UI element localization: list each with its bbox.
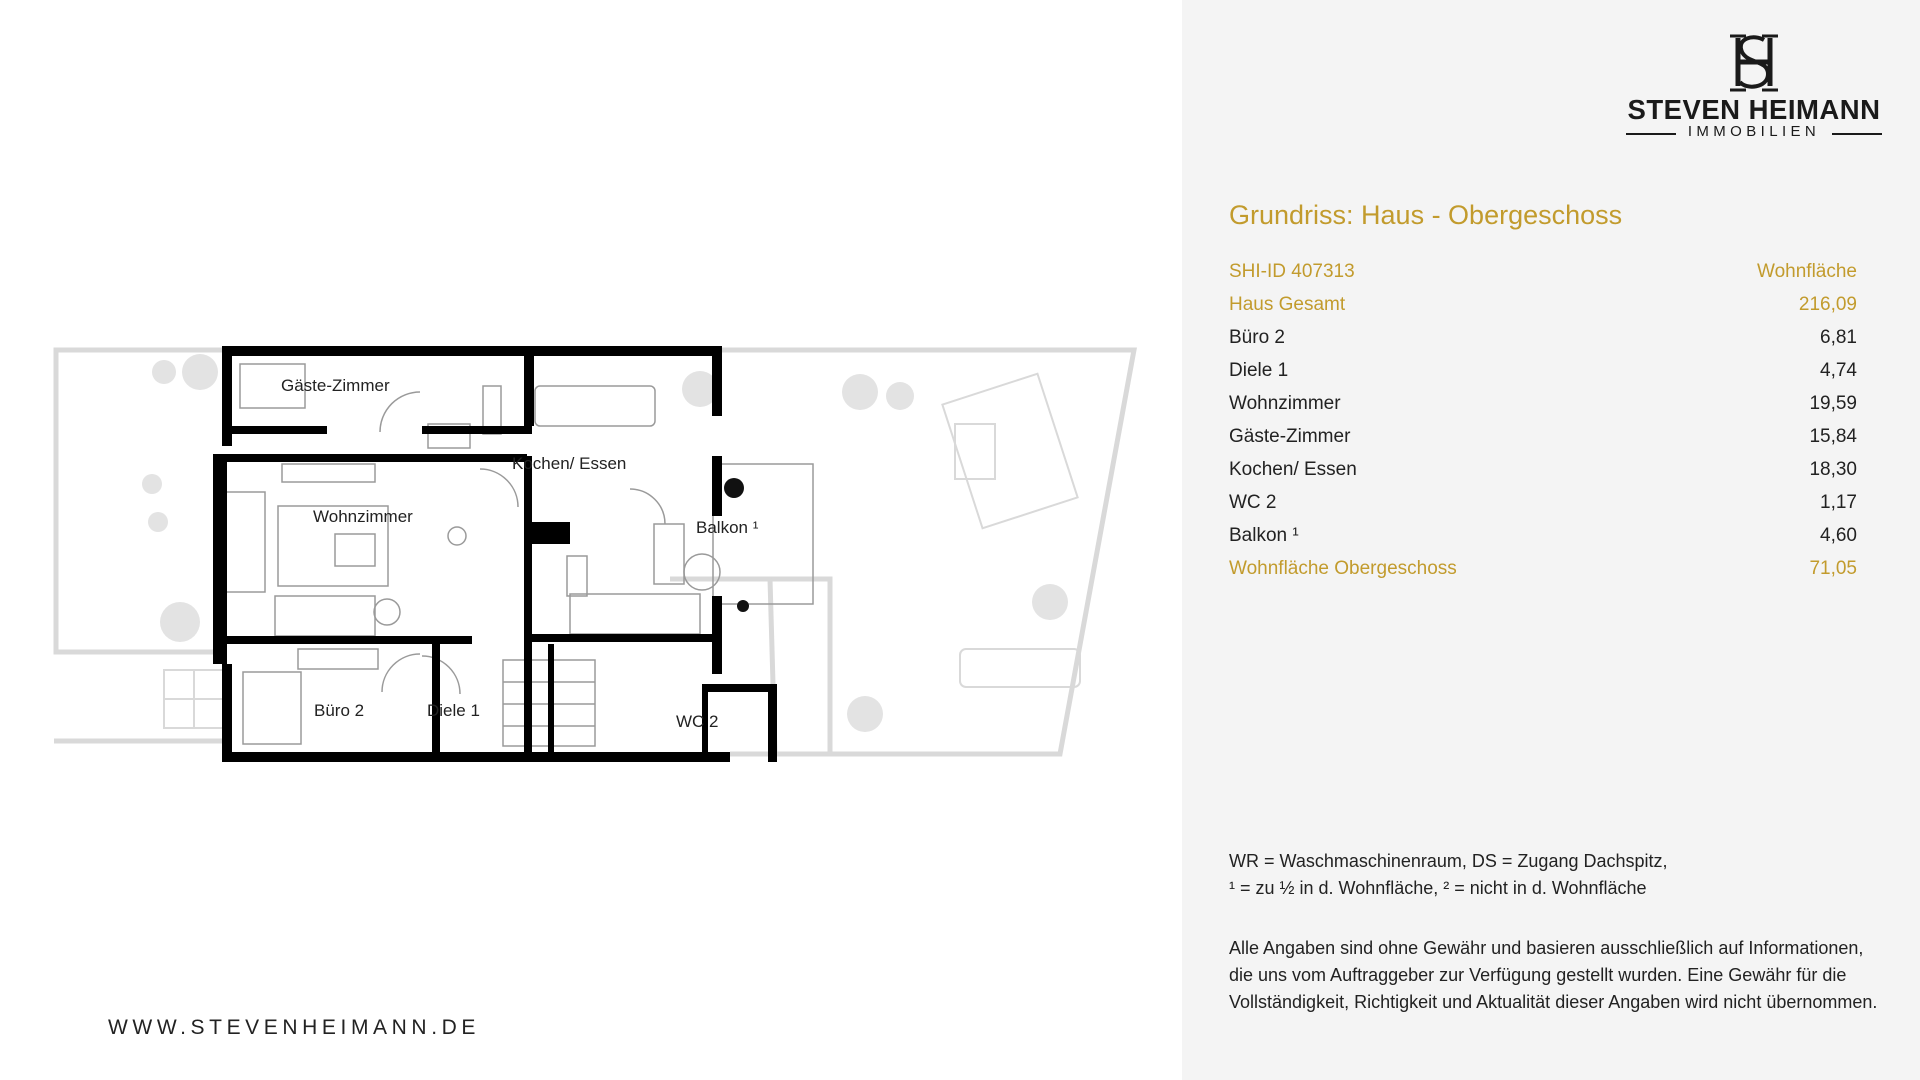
panel-title: Grundriss: Haus - Obergeschoss — [1229, 200, 1623, 230]
table-row: Balkon ¹ 4,60 — [1229, 521, 1857, 554]
room-area: 15,84 — [1809, 426, 1857, 447]
room-label-balkon: Balkon ¹ — [696, 518, 759, 537]
room-name: WC 2 — [1229, 492, 1277, 513]
table-row: WC 2 1,17 — [1229, 488, 1857, 521]
room-name: Wohnzimmer — [1229, 393, 1341, 414]
floor-total-label: Wohnfläche Obergeschoss — [1229, 558, 1457, 579]
floor-plan-area: Gäste-Zimmer Kochen/ Essen Wohnzimmer Ba… — [53, 346, 1137, 1039]
floor-total-row: Wohnfläche Obergeschoss 71,05 — [1229, 554, 1857, 587]
house-total-value: 216,09 — [1798, 294, 1857, 315]
room-name: Diele 1 — [1229, 360, 1289, 381]
house-total-label: Haus Gesamt — [1229, 294, 1346, 315]
logo-subtitle: IMMOBILIEN — [1687, 123, 1821, 140]
monogram-icon — [1730, 34, 1778, 92]
wohnflaeche-header: Wohnfläche — [1757, 261, 1857, 282]
shi-id-label: SHI-ID 407313 — [1229, 261, 1355, 282]
floor-total-value: 71,05 — [1809, 558, 1857, 579]
room-area: 19,59 — [1809, 393, 1857, 414]
room-area: 18,30 — [1809, 459, 1857, 480]
room-name: Gäste-Zimmer — [1229, 426, 1351, 447]
terrace-outline-left — [53, 347, 228, 744]
room-label-buero: Büro 2 — [314, 701, 364, 720]
room-name: Kochen/ Essen — [1229, 459, 1357, 480]
walls — [213, 346, 777, 762]
table-row: Büro 2 6,81 — [1229, 323, 1857, 356]
info-panel: STEVEN HEIMANN IMMOBILIEN Grundriss: Hau… — [1182, 0, 1920, 1080]
website-link[interactable]: WWW.STEVENHEIMANN.DE — [108, 1016, 481, 1039]
footnote-line-1: WR = Waschmaschinenraum, DS = Zugang Dac… — [1229, 851, 1668, 871]
disclaimer: Alle Angaben sind ohne Gewähr und basier… — [1229, 938, 1878, 1012]
floor-plan: Gäste-Zimmer Kochen/ Essen Wohnzimmer Ba… — [53, 346, 1137, 762]
balcony-plant — [724, 478, 749, 612]
room-name: Büro 2 — [1229, 327, 1285, 348]
shrubs — [142, 354, 1068, 732]
room-label-diele: Diele 1 — [427, 701, 480, 720]
table-row: Gäste-Zimmer 15,84 — [1229, 422, 1857, 455]
table-row: Diele 1 4,74 — [1229, 356, 1857, 389]
area-table: SHI-ID 407313 Wohnfläche Haus Gesamt 216… — [1229, 257, 1857, 587]
table-row: Wohnzimmer 19,59 — [1229, 389, 1857, 422]
terrace-outline-right — [670, 347, 1137, 757]
table-row: Kochen/ Essen 18,30 — [1229, 455, 1857, 488]
company-logo: STEVEN HEIMANN IMMOBILIEN — [1624, 30, 1884, 150]
footnote-line-2: ¹ = zu ½ in d. Wohnfläche, ² = nicht in … — [1229, 878, 1647, 898]
room-area: 4,74 — [1820, 360, 1857, 381]
house-total-row: Haus Gesamt 216,09 — [1229, 290, 1857, 323]
room-area: 1,17 — [1820, 492, 1857, 513]
room-label-wohnzimmer: Wohnzimmer — [313, 507, 413, 526]
logo-rule-left — [1626, 133, 1676, 135]
room-label-gaeste: Gäste-Zimmer — [281, 376, 390, 395]
logo-brand: STEVEN HEIMANN — [1627, 94, 1881, 125]
logo-rule-right — [1832, 133, 1882, 135]
room-label-wc: WC 2 — [676, 712, 719, 731]
table-header-row: SHI-ID 407313 Wohnfläche — [1229, 257, 1857, 290]
footnote: WR = Waschmaschinenraum, DS = Zugang Dac… — [1229, 848, 1889, 902]
room-area: 4,60 — [1820, 525, 1857, 546]
room-label-kochen: Kochen/ Essen — [512, 454, 626, 473]
room-area: 6,81 — [1820, 327, 1857, 348]
room-name: Balkon ¹ — [1229, 525, 1299, 546]
